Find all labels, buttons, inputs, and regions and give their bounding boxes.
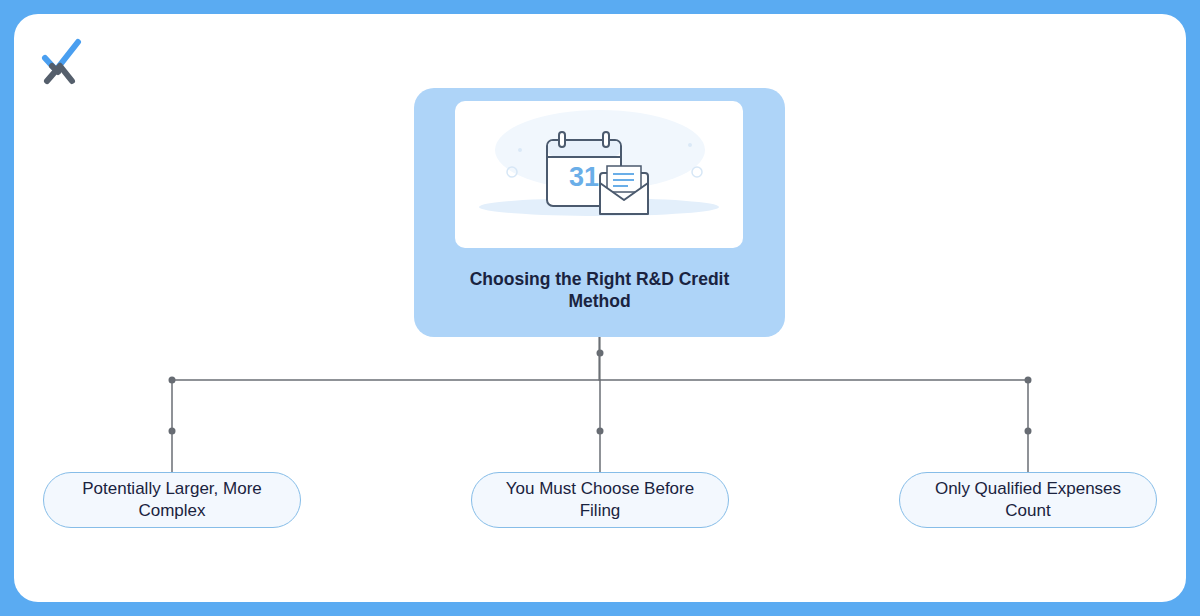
tree-connector	[600, 337, 1029, 472]
main-box: Choosing the Right R&D Credit Method	[414, 88, 785, 337]
node-text: Only Qualified Expenses Count	[918, 478, 1138, 522]
logo	[45, 42, 78, 81]
pill-box: You Must Choose Before Filing	[471, 472, 729, 528]
node-text: Potentially Larger, More Complex	[62, 478, 282, 522]
tree-connector	[599, 337, 601, 472]
calendar-number: 31	[560, 162, 608, 193]
pill-box: Potentially Larger, More Complex	[43, 472, 301, 528]
node-text: Choosing the Right R&D Credit Method	[450, 268, 750, 312]
node-text: You Must Choose Before Filing	[490, 478, 710, 522]
pill-box: Only Qualified Expenses Count	[899, 472, 1157, 528]
junction-dots	[169, 350, 1032, 435]
tree-connector	[172, 337, 600, 472]
